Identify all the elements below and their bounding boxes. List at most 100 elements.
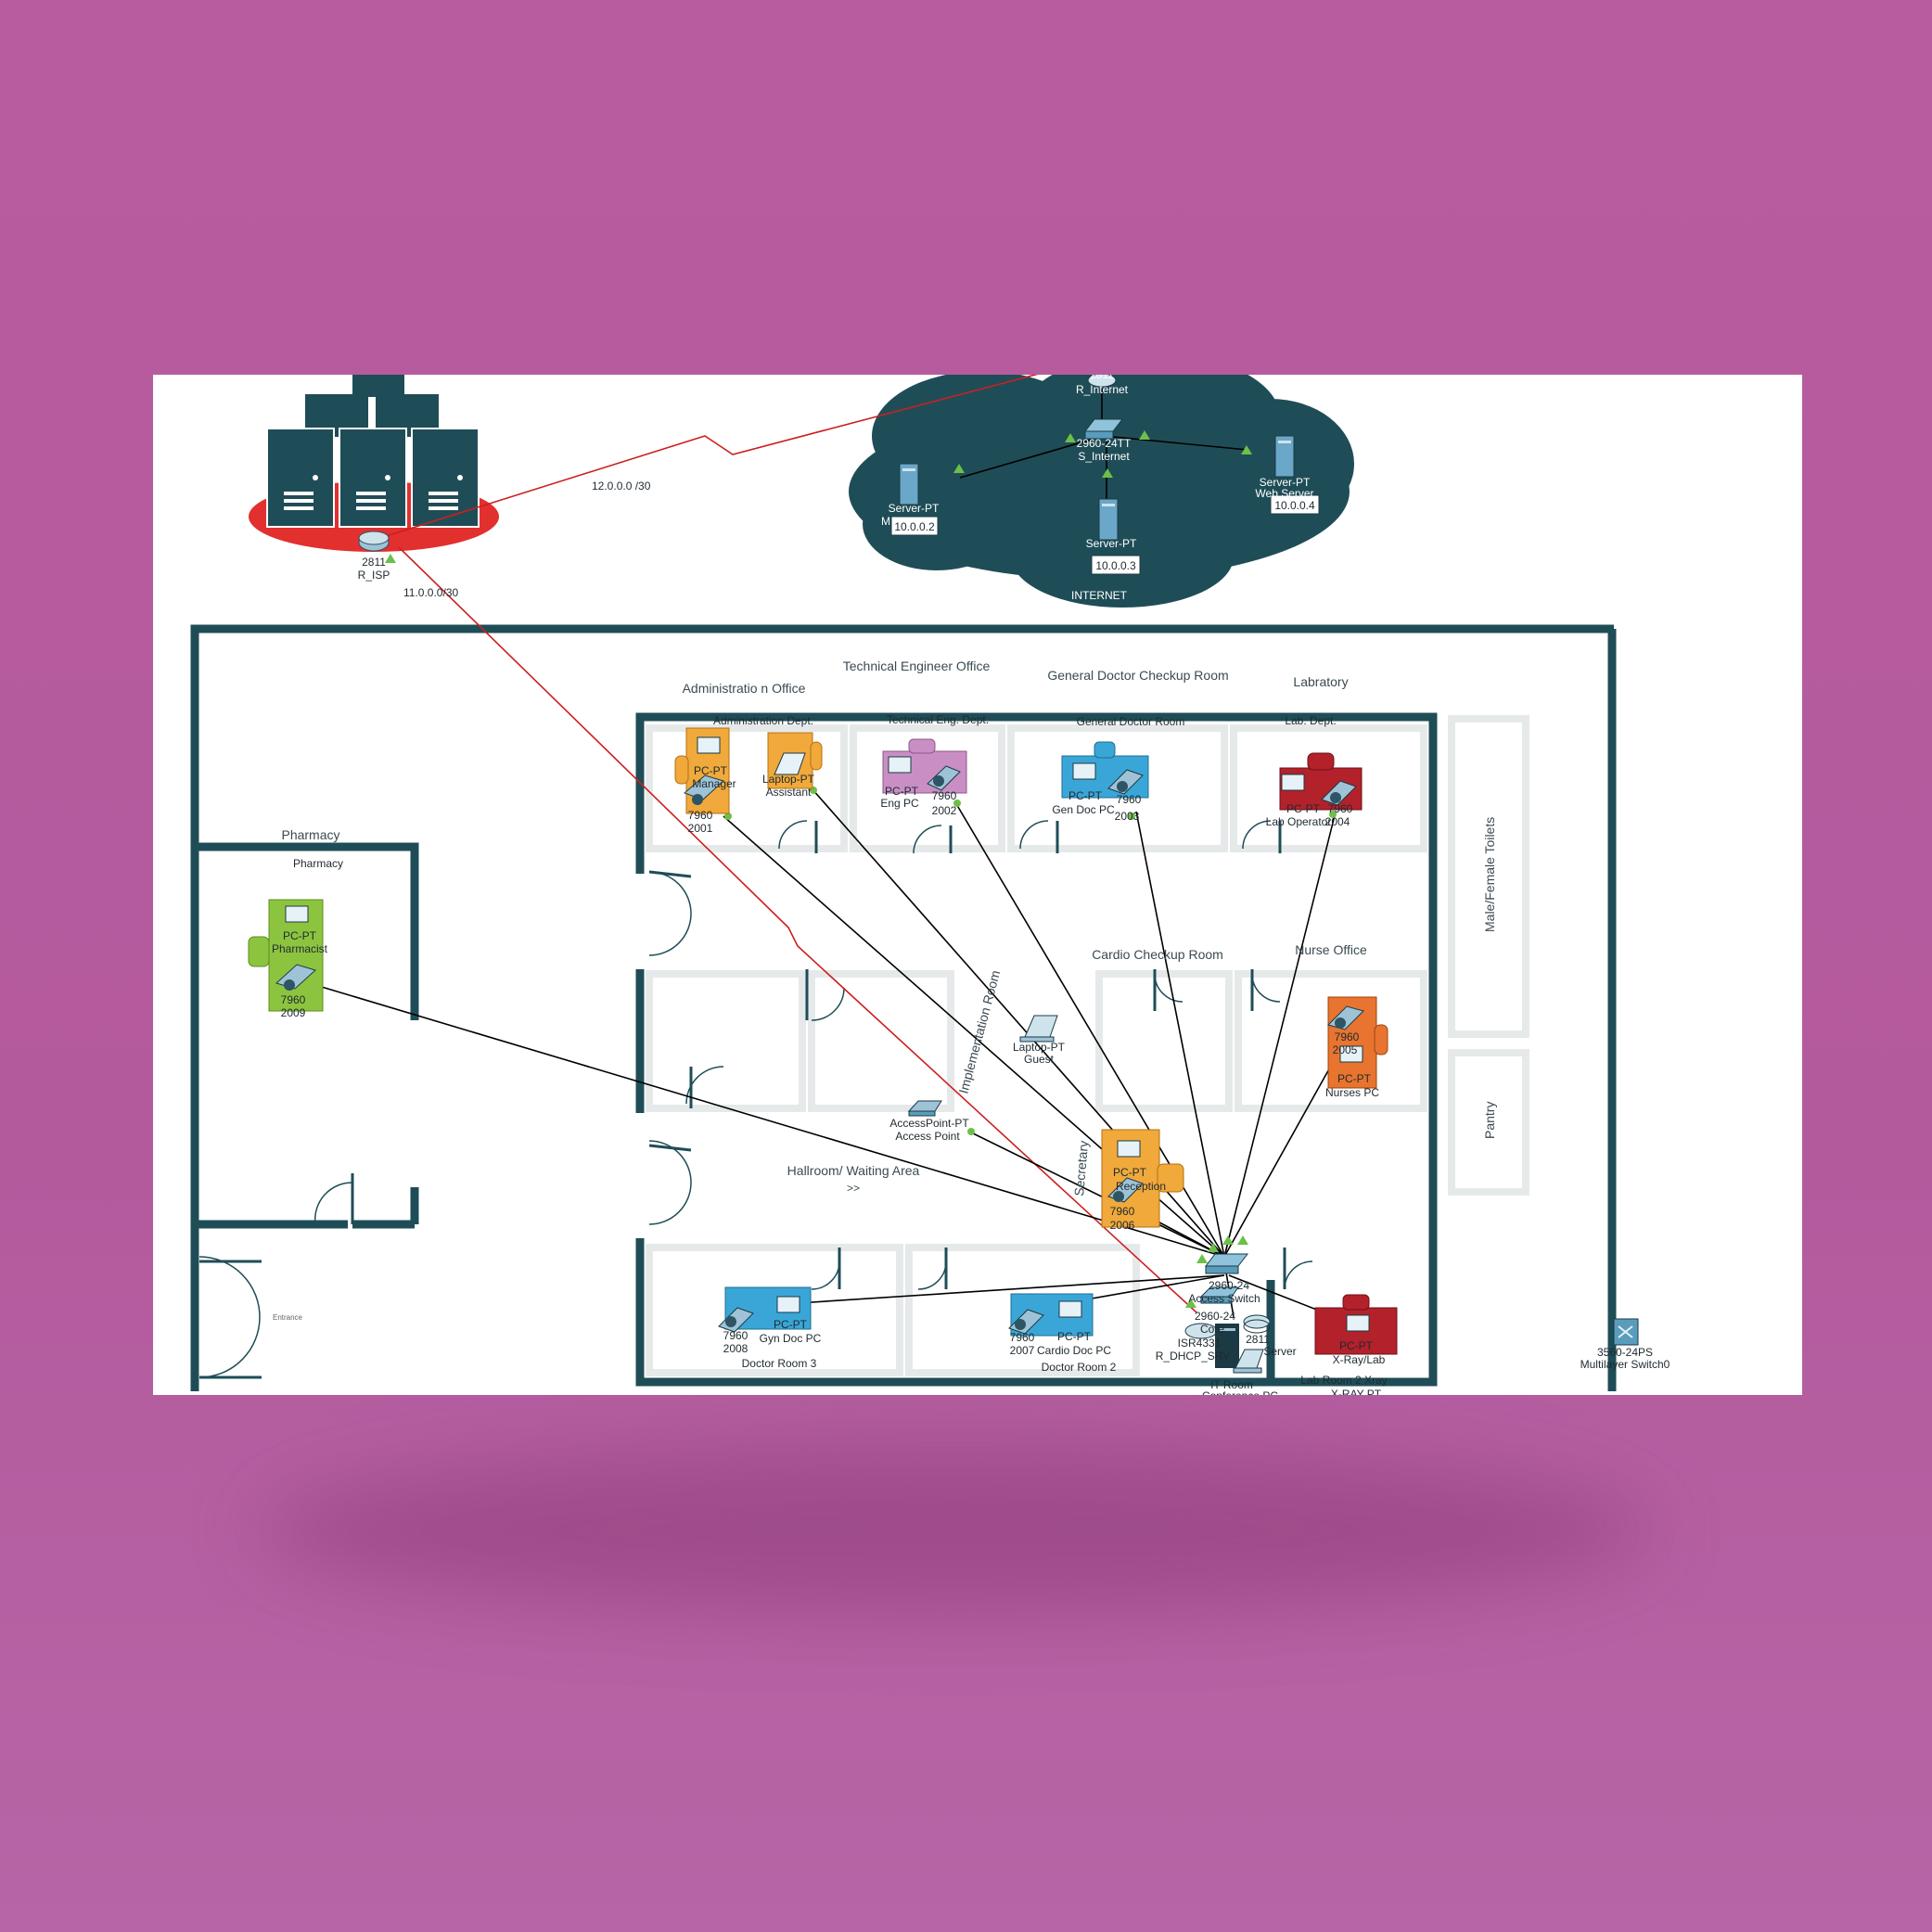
server-icon[interactable]: [1098, 498, 1119, 541]
isp-server-back: [352, 375, 404, 397]
sheet-shadow: [260, 1447, 1651, 1614]
ip-badge: [890, 516, 939, 536]
access-point-icon[interactable]: [907, 1100, 942, 1117]
device-type: PC-PT: [885, 785, 919, 798]
server-name: Web Server: [1255, 487, 1313, 500]
it-router-icon[interactable]: [1243, 1314, 1271, 1334]
cloud-link: [959, 435, 1105, 479]
admin-phone-icon[interactable]: [684, 774, 724, 805]
lab-pc-icon[interactable]: [1279, 752, 1363, 811]
device-name: Manager: [692, 777, 736, 790]
conference-pc-icon[interactable]: [1233, 1349, 1264, 1374]
access-switch-icon[interactable]: [1204, 1253, 1249, 1274]
isp-server-icon: [266, 428, 335, 528]
xray-pc-icon[interactable]: [1314, 1294, 1398, 1355]
phone-number: 2004: [1325, 815, 1350, 828]
internet-switch-icon[interactable]: [1083, 418, 1124, 440]
room-title-vertical: Secretary: [1071, 1140, 1091, 1196]
phone-number: 2008: [723, 1342, 748, 1355]
phone-number: 2007: [1010, 1344, 1035, 1357]
room-title: Labratory: [1293, 674, 1348, 689]
phone-model: 7960: [932, 789, 957, 802]
pharmacy-pc-icon[interactable]: [248, 899, 324, 1012]
room-label: Lab Room 2 Xray: [1300, 1374, 1387, 1387]
device-name: Cardio Doc PC: [1037, 1344, 1111, 1357]
switch-model: 3560-24PS: [1597, 1346, 1653, 1359]
switch-name: Multilayer Switch0: [1580, 1358, 1670, 1371]
link-nurse-phone: [1223, 1056, 1337, 1258]
internet-switch-name: S_Internet: [1078, 450, 1130, 463]
phone-number: 2005: [1333, 1043, 1358, 1056]
device-type: PC-PT: [1113, 1166, 1147, 1179]
device-type: PC-PT: [283, 929, 317, 942]
isp-link-label: 11.0.0.0/30: [403, 586, 458, 599]
room-title: General Doctor Checkup Room: [1047, 668, 1228, 683]
server-ip: 10.0.0.3: [1095, 559, 1136, 572]
secretary-pc-icon[interactable]: [1101, 1129, 1184, 1228]
guest-laptop-icon[interactable]: [1019, 1015, 1058, 1043]
internet-switch-model: 2960-24TT: [1077, 437, 1132, 450]
device-type: Laptop-PT: [762, 773, 815, 786]
room-label: Doctor Room 3: [742, 1357, 817, 1370]
phone-number: 2003: [1115, 810, 1140, 823]
device-name: Guest: [1024, 1053, 1055, 1066]
device-name: Pharmacist: [272, 942, 328, 955]
server-icon[interactable]: [1274, 435, 1295, 478]
phone-model: 7960: [723, 1329, 748, 1342]
dept-label: Technical Eng. Dept.: [887, 713, 989, 726]
entrance-label: Entrance: [273, 1313, 303, 1322]
eng-pc-icon[interactable]: [882, 738, 967, 794]
server-type: Server-PT: [889, 502, 940, 515]
phone-number: 2001: [688, 822, 713, 835]
nurse-pc-icon[interactable]: [1327, 996, 1388, 1089]
device-type: PC-PT: [1068, 789, 1103, 802]
isp-router-model: 2811: [362, 556, 386, 569]
router-model: 2811: [1246, 1333, 1270, 1346]
doc2-pc-icon[interactable]: [1008, 1293, 1094, 1337]
router-model: ISR4331: [1178, 1337, 1222, 1350]
phone-model: 7960: [1010, 1331, 1035, 1344]
device-name: Conference PC: [1202, 1389, 1278, 1402]
gen-doc-pc-icon[interactable]: [1061, 741, 1149, 799]
isp-link-label: 12.0.0.0 /30: [592, 480, 651, 493]
isp-server-icon: [339, 428, 407, 528]
server-rack-icon[interactable]: [1215, 1324, 1239, 1368]
router-name: R_DHCP_SRV: [1156, 1350, 1230, 1363]
isp-hospital-serial-link: [398, 546, 1197, 1313]
room-title: Administratio n Office: [683, 681, 806, 696]
device-type: PC-PT: [774, 1318, 808, 1331]
device-name: Nurses PC: [1325, 1086, 1379, 1099]
isp-router-icon[interactable]: [358, 531, 390, 552]
phone-number: 2006: [1110, 1219, 1135, 1232]
door-swings: [198, 820, 1313, 1379]
room-title: Hallroom/ Waiting Area: [787, 1163, 920, 1178]
server-type: Server-PT: [1086, 537, 1137, 550]
building-walls: [190, 624, 1617, 1391]
internet-router-icon[interactable]: [1087, 374, 1117, 388]
phone-model: 7960: [1117, 793, 1142, 806]
multilayer-switch-icon[interactable]: [1613, 1318, 1639, 1346]
device-name: X-RAY PT: [1331, 1388, 1382, 1401]
server-name: M: [881, 515, 890, 528]
device-type: PC-PT: [1337, 1072, 1372, 1085]
device-name: Reception: [1116, 1180, 1166, 1193]
phone-model: 7960: [1110, 1205, 1135, 1218]
switch-model: 2960-24: [1209, 1279, 1249, 1292]
dept-label: Pharmacy: [293, 857, 343, 870]
dept-label: Lab. Dept.: [1285, 714, 1336, 727]
internet-label: INTERNET: [1071, 589, 1128, 602]
server-icon[interactable]: [899, 463, 919, 505]
device-type: PC-PT: [1339, 1339, 1374, 1352]
server-ip: 10.0.0.2: [894, 520, 935, 533]
core-switch-icon[interactable]: [1199, 1286, 1239, 1304]
doc3-pc-icon[interactable]: [718, 1286, 812, 1333]
phone-model: 7960: [1328, 802, 1353, 815]
port-markers: [385, 430, 1337, 1317]
admin-laptop-icon[interactable]: [767, 732, 823, 789]
server-ip: 10.0.0.4: [1274, 499, 1315, 512]
router-name: Server: [1263, 1345, 1296, 1358]
switch-name: Access Switch: [1188, 1292, 1260, 1305]
server-type: Server-PT: [1260, 476, 1311, 489]
phone-model: 7960: [688, 809, 713, 822]
